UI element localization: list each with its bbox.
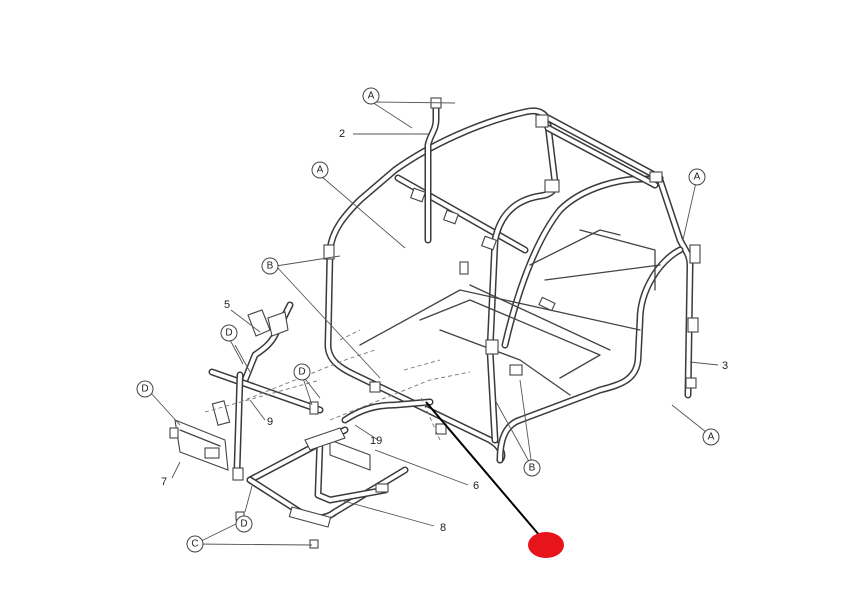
svg-text:A: A — [708, 432, 715, 443]
highlight-pointer-line — [425, 401, 541, 537]
part-label-3: 3 — [722, 360, 728, 372]
front-left-pillar-bracket — [424, 97, 442, 244]
callout-d-bottom: D — [235, 515, 253, 533]
svg-text:A: A — [694, 172, 701, 183]
part-label-5: 5 — [224, 299, 230, 311]
part-label-8: 8 — [440, 522, 446, 534]
highlight-marker-dot — [528, 532, 564, 558]
roll-cage-frame — [323, 107, 701, 464]
svg-text:B: B — [267, 261, 274, 272]
callout-a-top: A — [362, 87, 380, 105]
callout-d-mid: D — [293, 363, 311, 381]
svg-text:D: D — [225, 328, 232, 339]
svg-text:A: A — [368, 91, 375, 102]
part-label-6: 6 — [473, 480, 479, 492]
callout-d-top: D — [220, 324, 238, 342]
callout-a-right: A — [688, 168, 706, 186]
part-label-2: 2 — [339, 128, 345, 140]
leader-lines — [149, 101, 719, 546]
front-subframe-assembly — [169, 301, 434, 549]
svg-text:C: C — [191, 539, 198, 550]
svg-text:A: A — [317, 165, 324, 176]
svg-text:B: B — [529, 463, 536, 474]
callout-a-left: A — [311, 161, 329, 179]
callout-b-left: B — [261, 257, 279, 275]
svg-text:D: D — [298, 367, 305, 378]
callout-b-bottom: B — [523, 459, 541, 477]
callout-d-left: D — [136, 380, 154, 398]
part-label-7: 7 — [161, 476, 167, 488]
part-label-9: 9 — [267, 416, 273, 428]
svg-text:D: D — [141, 384, 148, 395]
callout-c: C — [186, 535, 204, 553]
svg-text:D: D — [240, 519, 247, 530]
part-label-19: 19 — [370, 435, 382, 447]
callout-a-bottom-right: A — [702, 428, 720, 446]
